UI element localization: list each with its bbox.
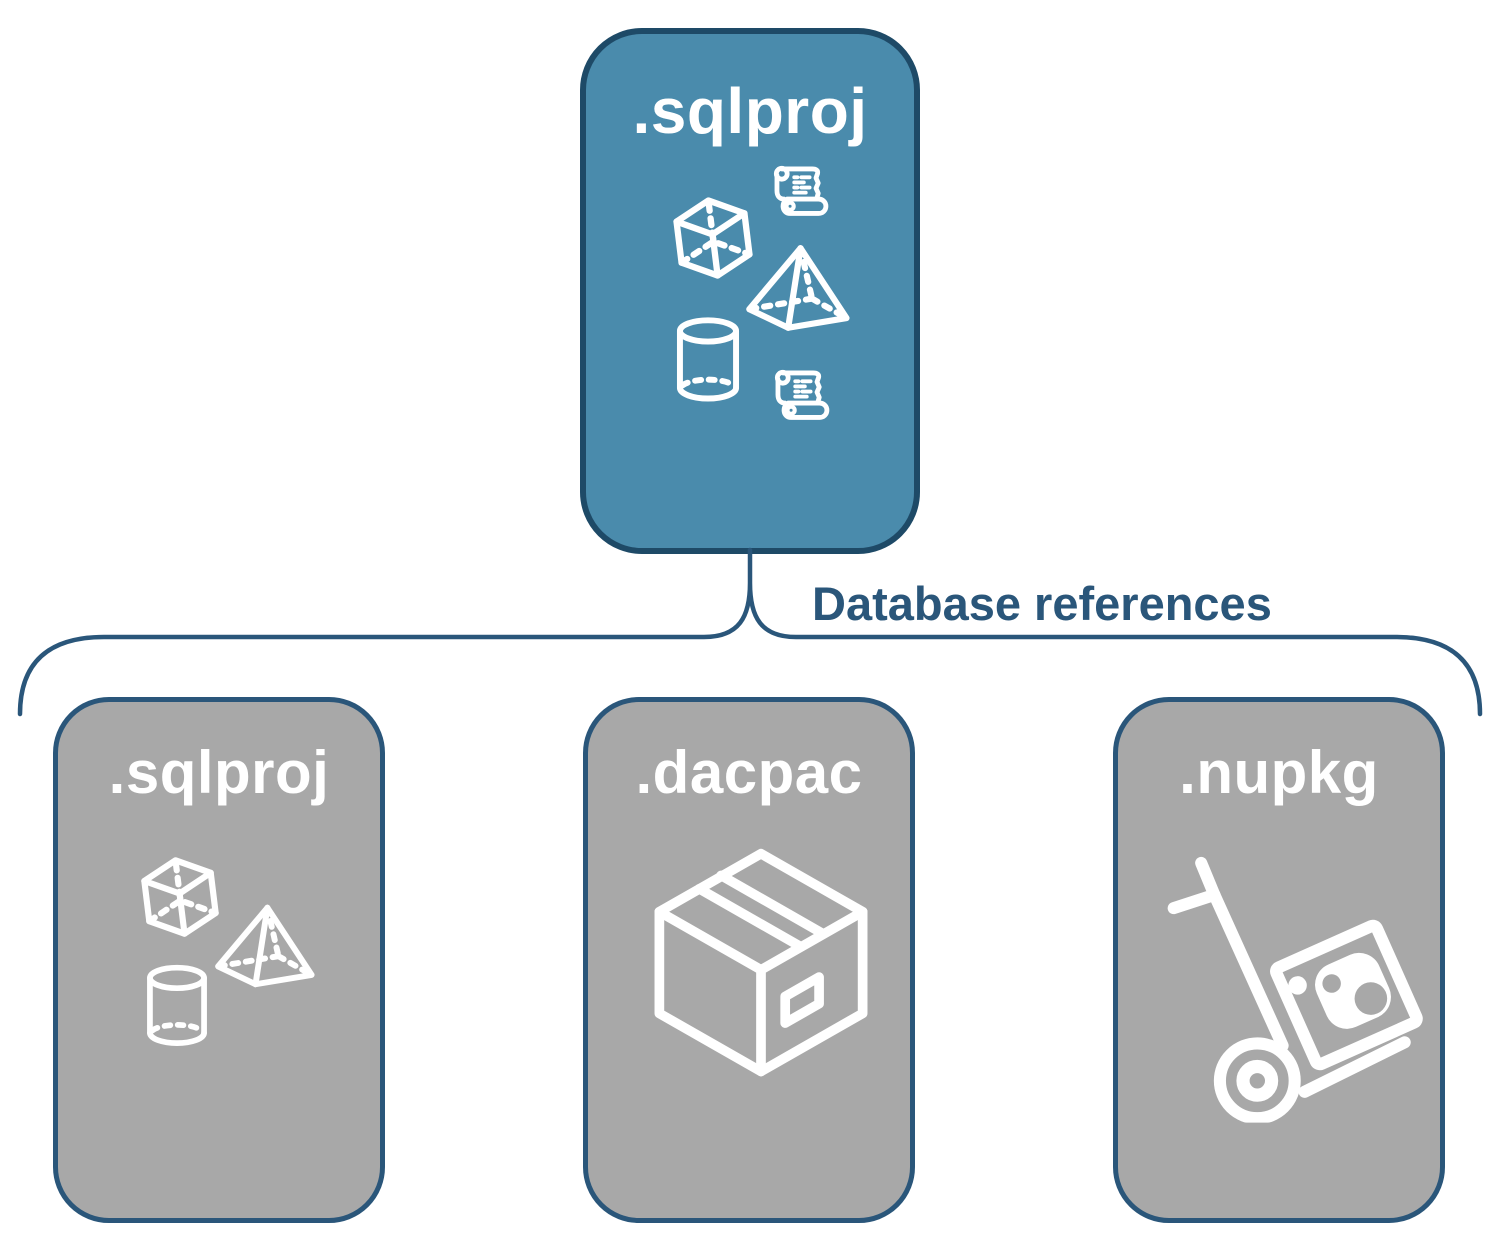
node-title: .sqlproj: [108, 739, 330, 806]
node-title: .dacpac: [635, 739, 863, 806]
node-sqlproj-parent: .sqlproj: [580, 28, 920, 554]
node-nupkg: .nupkg: [1113, 697, 1445, 1223]
node-title: .nupkg: [1179, 739, 1379, 806]
package-box-icon: [640, 832, 882, 1098]
pyramid-icon: [213, 900, 315, 992]
node-dacpac: .dacpac: [583, 697, 915, 1223]
hand-truck-package-icon: [1166, 844, 1430, 1124]
cylinder-icon: [144, 964, 210, 1046]
connector-label: Database references: [812, 577, 1272, 630]
node-sqlproj-child: .sqlproj: [53, 697, 385, 1223]
node-title: .sqlproj: [632, 75, 868, 147]
